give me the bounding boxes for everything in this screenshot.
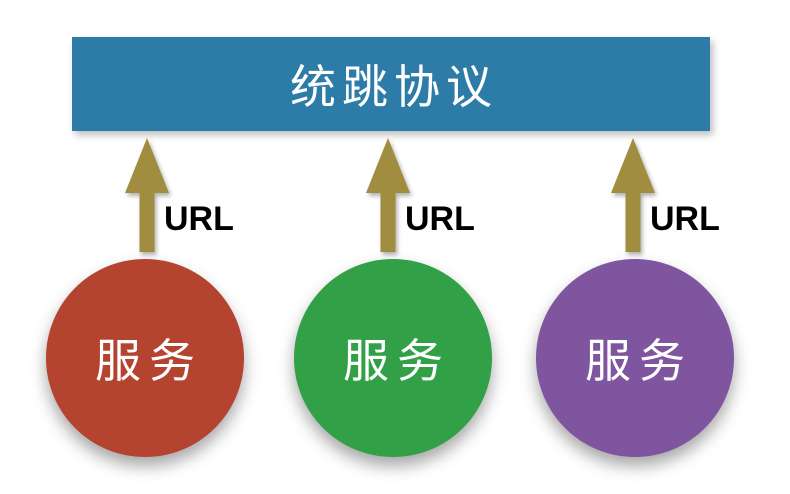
up-arrow-icon <box>125 138 169 252</box>
url-label-1: URL <box>164 200 234 238</box>
service-node-red: 服务 <box>46 259 244 457</box>
protocol-title: 统跳协议 <box>290 61 498 113</box>
up-arrow-shape <box>366 138 410 252</box>
up-arrow-shape <box>125 138 169 252</box>
service-label-red: 服务 <box>95 335 203 387</box>
url-label-3: URL <box>650 200 720 238</box>
up-arrow-shape <box>611 138 655 252</box>
service-node-purple: 服务 <box>536 259 734 457</box>
up-arrow-icon <box>611 138 655 252</box>
service-node-green: 服务 <box>294 259 492 457</box>
protocol-bar: 统跳协议 <box>72 37 710 131</box>
service-label-purple: 服务 <box>585 335 693 387</box>
service-label-green: 服务 <box>343 335 451 387</box>
url-label-2: URL <box>405 200 475 238</box>
up-arrow-icon <box>366 138 410 252</box>
